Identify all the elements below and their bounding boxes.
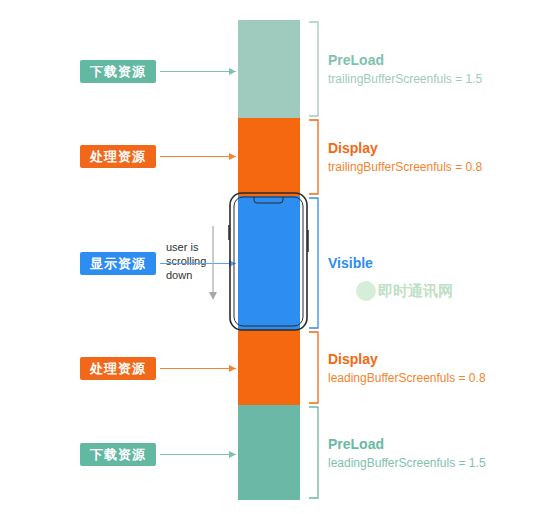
bracket [309,407,318,498]
watermark-logo [356,281,376,301]
scroll-arrow [212,226,213,294]
arrow-head [229,365,236,372]
flow-arrow [160,153,236,160]
region-name: PreLoad [328,435,486,453]
arrow-head [229,68,236,75]
flow-arrow [160,260,236,267]
bracket [309,198,318,328]
phone-notch [254,197,283,203]
phone-screen [234,197,303,326]
bracket [309,332,318,403]
stage-label: 处理资源 [90,360,146,378]
region-name: Display [328,139,482,157]
scroll-note: user is scrolling down [166,240,214,282]
region-caption: PreLoad leadingBufferScreenfuls = 1.5 [328,435,486,471]
buffer-region: PreLoadtrailingBufferScreenfuls = 1.5 [238,20,300,118]
phone-outline [230,193,307,330]
region-caption: Visible [328,254,373,272]
stage-label: 处理资源 [90,148,146,166]
region-name: Display [328,350,486,368]
region-name: Visible [328,254,373,272]
flow-arrow [160,451,236,458]
stage-tag: 处理资源 [80,357,156,380]
stage-label: 下载资源 [90,63,146,81]
region-name: PreLoad [328,51,482,69]
arrow-head [229,260,236,267]
watermark: 即时通讯网 [378,282,453,301]
bracket [309,22,318,116]
arrow-line [160,454,236,455]
phone-button [228,225,230,240]
region-caption: Display trailingBufferScreenfuls = 0.8 [328,139,482,175]
buffer-setting: trailingBufferScreenfuls = 0.8 [328,159,482,175]
arrow-head [229,451,236,458]
buffer-setting: leadingBufferScreenfuls = 0.8 [328,370,486,386]
stage-tag: 下载资源 [80,443,156,466]
stage-tag: 处理资源 [80,145,156,168]
buffer-region: PreLoadleadingBufferScreenfuls = 1.5 [238,405,300,500]
bracket [309,120,318,194]
arrow-line [160,368,236,369]
buffer-region: DisplayleadingBufferScreenfuls = 0.8 [238,330,300,405]
arrow-line [160,71,236,72]
arrow-line [160,156,236,157]
scroll-arrowhead [209,292,217,300]
buffer-setting: leadingBufferScreenfuls = 1.5 [328,455,486,471]
flow-arrow [160,68,236,75]
stage-label: 下载资源 [90,446,146,464]
buffer-region: Visible [238,196,300,330]
stage-label: 显示资源 [90,255,146,273]
flow-arrow [160,365,236,372]
stage-tag: 显示资源 [80,252,156,275]
buffer-setting: trailingBufferScreenfuls = 1.5 [328,71,482,87]
region-caption: PreLoad trailingBufferScreenfuls = 1.5 [328,51,482,87]
phone-button [307,230,309,252]
arrow-head [229,153,236,160]
buffer-region: DisplaytrailingBufferScreenfuls = 0.8 [238,118,300,196]
region-caption: Display leadingBufferScreenfuls = 0.8 [328,350,486,386]
arrow-line [160,263,236,264]
stage-tag: 下载资源 [80,60,156,83]
